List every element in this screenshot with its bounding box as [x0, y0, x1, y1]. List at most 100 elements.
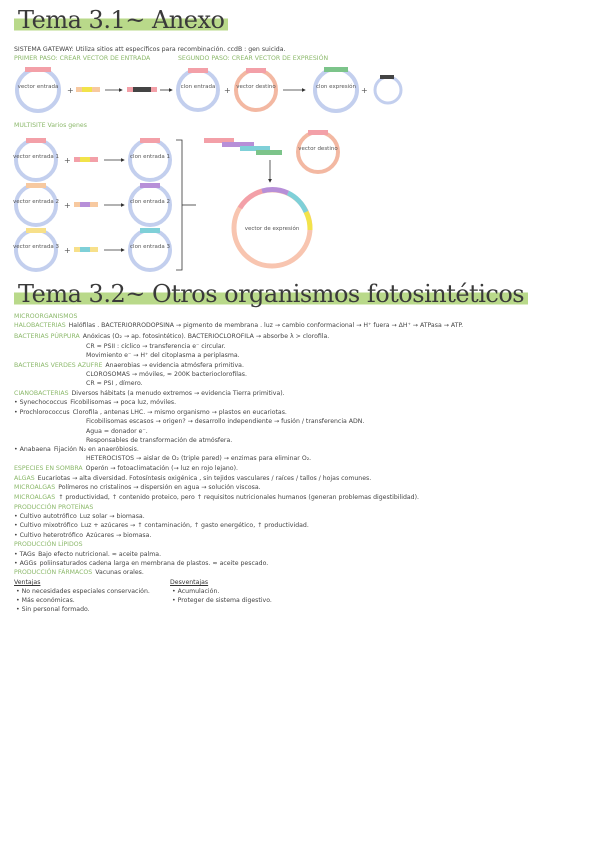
desventaja-0: • Acumulación.	[172, 588, 220, 595]
ventaja-2: • Sin personal formado.	[16, 606, 90, 613]
note-text: Anóxicas (O₂ → ap. fotosintético). BACTE…	[82, 333, 330, 340]
clon-entrada-1-label: clon entrada 1	[130, 154, 170, 160]
note-label: ESPECIES EN SOMBRA	[14, 465, 83, 472]
note-line: CR ≈ PSI , dímero.	[14, 380, 143, 388]
vector-entrada-1-label: vector entrada 1	[13, 154, 59, 160]
note-label: • Prochlorococcus	[14, 409, 70, 416]
step2-heading: SEGUNDO PASO: CREAR VECTOR DE EXPRESIÓN	[178, 55, 329, 62]
vector-destino-label: vector destino	[236, 84, 276, 90]
note-text: Luz + azúcares → ↑ contaminación, ↑ gast…	[80, 522, 309, 529]
clon-entrada-label: clon entrada	[181, 84, 216, 90]
note-label: PRODUCCIÓN FÁRMACOS	[14, 569, 93, 576]
note-text: CLOROSOMAS → móviles, ≈ 200K bacterioclo…	[86, 371, 247, 378]
note-text: Azúcares → biomasa.	[86, 532, 152, 539]
note-text: Ficobilisomas → poca luz, móviles.	[70, 399, 177, 406]
note-label: HALOBACTERIAS	[14, 322, 66, 329]
anexo-title: Tema 3.1~ Anexo	[14, 6, 229, 34]
note-line: CLOROSOMAS → móviles, ≈ 200K bacterioclo…	[14, 371, 247, 379]
note-text: Anaerobias → evidencia atmósfera primiti…	[105, 362, 244, 369]
note-text: ↑ productividad, ↑ contenido proteico, p…	[58, 494, 419, 501]
note-label: • TAGs	[14, 551, 36, 558]
desventajas-title: Desventajas	[170, 579, 209, 586]
ventajas-title: Ventajas	[14, 579, 41, 586]
note-label: • AGGs	[14, 560, 37, 567]
multisite-diagram: vector entrada 1 + clon entrada 1 vector…	[13, 130, 340, 272]
vector-entrada-2-label: vector entrada 2	[13, 199, 59, 205]
ventaja-1: • Más económicas.	[16, 597, 75, 604]
note-label: MICROORGANISMOS	[14, 313, 78, 320]
note-label: • Cultivo mixotrófico	[14, 522, 78, 529]
note-text: Fijación N₂ en anaeróbiosis.	[53, 446, 139, 453]
note-label: CIANOBACTERIAS	[14, 390, 69, 397]
svg-text:+: +	[361, 86, 368, 95]
gateway-line: SISTEMA GATEWAY: Utiliza sitios att espe…	[14, 46, 286, 53]
note-line: Responsables de transformación de atmósf…	[14, 437, 232, 445]
note-text: CR ≈ PSII : cíclico → transferencia e⁻ c…	[86, 343, 226, 350]
note-text: HETEROCISTOS → aislar de O₂ (triple pare…	[86, 455, 312, 462]
clon-entrada-2-label: clon entrada 2	[130, 199, 170, 205]
vector-expresion-label: vector de expresión	[245, 225, 300, 232]
step1-heading: PRIMER PASO: CREAR VECTOR DE ENTRADA	[14, 55, 151, 62]
note-line: CR ≈ PSII : cíclico → transferencia e⁻ c…	[14, 343, 226, 351]
svg-text:+: +	[64, 246, 71, 255]
note-line: Agua = donador e⁻.	[14, 428, 148, 436]
otros-title: Tema 3.2~ Otros organismos fotosintético…	[14, 280, 529, 308]
note-text: Diversos hábitats (a menudo extremos → e…	[71, 390, 285, 397]
note-label: PRODUCCIÓN LÍPIDOS	[14, 541, 83, 548]
note-text: Ficobilisomas escasos → origen? → desarr…	[86, 418, 365, 425]
vector-destino-2-label: vector destino	[298, 146, 338, 152]
note-label: PRODUCCIÓN PROTEÍNAS	[14, 504, 94, 511]
svg-text:+: +	[64, 156, 71, 165]
note-text: Luz solar → biomasa.	[79, 513, 145, 520]
note-line: PRODUCCIÓN LÍPIDOS	[14, 541, 86, 549]
note-line: Ficobilisomas escasos → origen? → desarr…	[14, 418, 364, 426]
note-text: Bajo efecto nutricional. ≈ aceite palma.	[38, 551, 162, 558]
note-text: Vacunas orales.	[95, 569, 144, 576]
gateway-diagram: vector entrada + clon entrada + vector d…	[15, 67, 403, 113]
note-text: Polímeros no cristalinos → dispersión en…	[58, 484, 261, 491]
clon-expresion-label: clon expresión	[316, 83, 356, 90]
desventaja-1: • Proteger de sistema digestivo.	[172, 597, 272, 604]
note-line: Movimiento e⁻ → H⁺ del citoplasma a peri…	[14, 352, 240, 360]
svg-text:+: +	[224, 86, 231, 95]
vector-entrada-label: vector entrada	[18, 84, 59, 90]
vector-entrada-3-label: vector entrada 3	[13, 244, 59, 250]
ventaja-0: • No necesidades especiales conservación…	[16, 588, 150, 595]
note-text: Operón → fotoaclimatación (→ luz en rojo…	[85, 465, 238, 472]
note-label: ALGAS	[14, 475, 35, 482]
note-line: MICROALGAS↑ productividad, ↑ contenido p…	[14, 494, 419, 502]
note-label: MICROALGAS	[14, 484, 56, 491]
note-text: Clorofila , antenas LHC. → mismo organis…	[72, 409, 287, 416]
note-text: CR ≈ PSI , dímero.	[86, 380, 143, 387]
note-label: MICROALGAS	[14, 494, 56, 501]
note-label: • Cultivo autotrófico	[14, 513, 77, 520]
svg-text:+: +	[64, 201, 71, 210]
note-line: PRODUCCIÓN PROTEÍNAS	[14, 504, 96, 512]
note-label: • Anabaena	[14, 446, 51, 453]
note-label: BACTERIAS VERDES AZUFRE	[14, 362, 103, 369]
note-text: Responsables de transformación de atmósf…	[86, 437, 233, 444]
note-label: • Cultivo heterotrófico	[14, 532, 83, 539]
note-text: Halófilas . BACTERIORRODOPSINA → pigment…	[68, 322, 464, 329]
note-label: • Synechococcus	[14, 399, 68, 406]
note-line: HETEROCISTOS → aislar de O₂ (triple pare…	[14, 455, 311, 463]
note-label: BACTERIAS PÚRPURA	[14, 333, 80, 340]
multisite-heading: MULTISITE Varios genes	[14, 122, 87, 129]
note-text: Eucariotas → alta diversidad. Fotosíntes…	[37, 475, 372, 482]
note-line: MICROORGANISMOS	[14, 313, 80, 321]
